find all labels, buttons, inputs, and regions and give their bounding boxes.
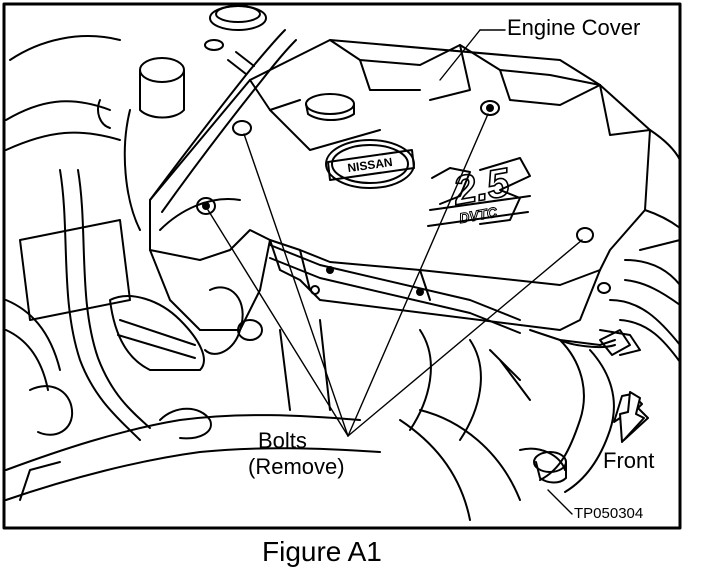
figure-border	[2, 2, 682, 530]
upper-hoses	[149, 29, 297, 213]
front-label: Front	[603, 448, 655, 473]
figure-caption: Figure A1	[262, 536, 382, 567]
front-arrow-head	[619, 391, 645, 443]
lower-engine-block	[279, 319, 641, 521]
figure-code: TP050304	[574, 505, 644, 522]
engine-cover-leader	[439, 29, 506, 81]
left-engine-bay	[5, 35, 381, 501]
engine-cover-shape	[149, 39, 651, 331]
oil-filler-cap	[305, 93, 355, 121]
bolt-holes	[196, 100, 594, 243]
bolt-leader-lines	[207, 113, 583, 437]
remove-label: (Remove)	[248, 454, 345, 479]
reservoir-caps	[97, 5, 267, 231]
alternator	[109, 286, 263, 440]
right-engine-bay	[597, 129, 681, 363]
engine-cover-label: Engine Cover	[507, 15, 641, 40]
nissan-emblem	[325, 139, 415, 189]
bolts-label: Bolts	[258, 428, 307, 453]
valve-rail	[269, 244, 521, 334]
code-leader	[547, 489, 573, 515]
